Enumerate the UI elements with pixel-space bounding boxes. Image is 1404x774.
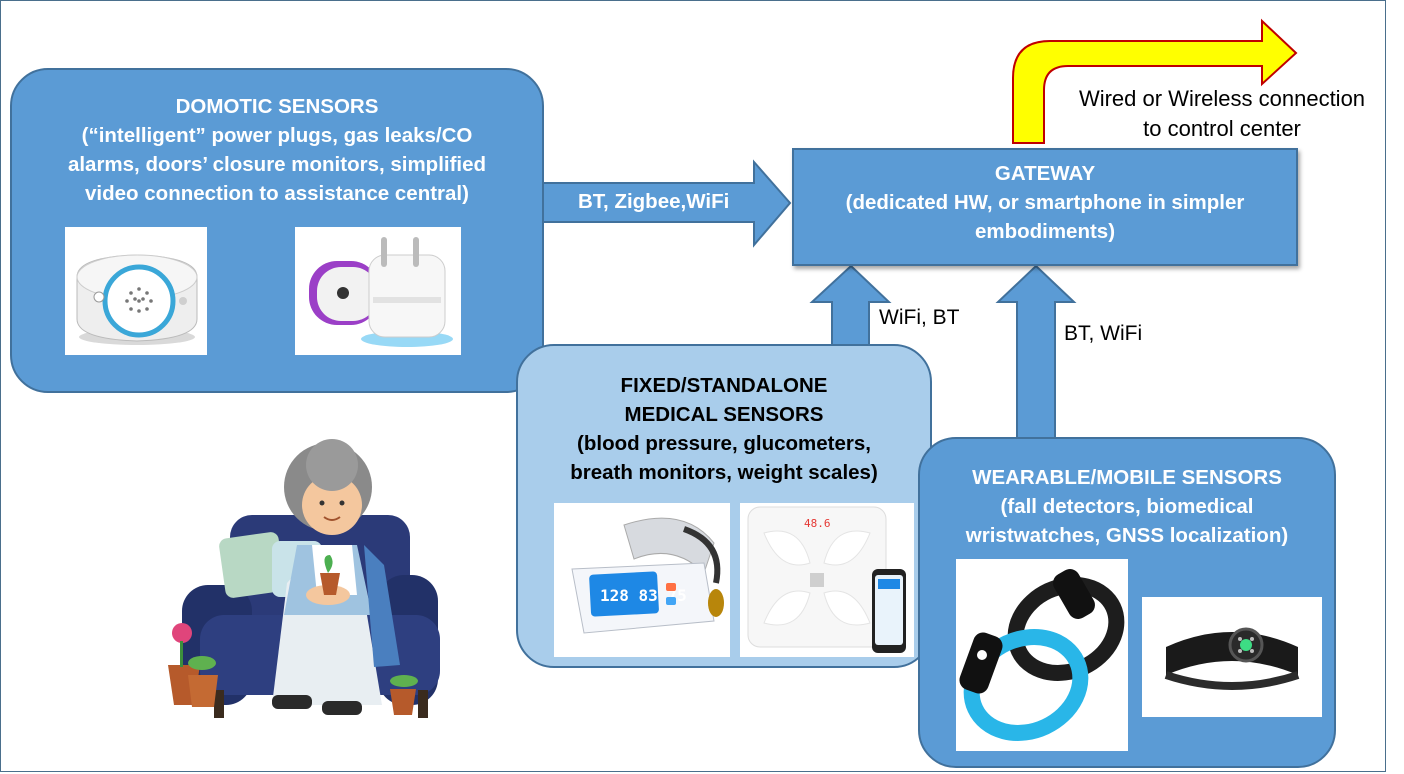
domotic-text: DOMOTIC SENSORS (“intelligent” power plu… (12, 92, 542, 208)
domotic-line1: (“intelligent” power plugs, gas leaks/CO (81, 124, 473, 147)
domotic-sensors-panel: DOMOTIC SENSORS (“intelligent” power plu… (10, 68, 544, 393)
wearable-link-label: BT, WiFi (1064, 322, 1143, 345)
gateway-box: GATEWAY (dedicated HW, or smartphone in … (792, 148, 1298, 266)
domotic-title: DOMOTIC SENSORS (175, 95, 379, 118)
gateway-title: GATEWAY (994, 162, 1096, 185)
medical-line2: breath monitors, weight scales) (570, 461, 878, 484)
domotic-line3: video connection to assistance central) (85, 182, 469, 205)
control-center-arrow (1012, 18, 1298, 144)
bp-display-readout: 128 83 75 (600, 586, 687, 605)
gateway-text: GATEWAY (dedicated HW, or smartphone in … (794, 159, 1296, 246)
scale-display-readout: 48.6 (804, 517, 831, 530)
wearable-title: WEARABLE/MOBILE SENSORS (972, 466, 1282, 489)
blood-pressure-monitor-image: 128 83 75 (554, 503, 730, 657)
medical-title1: FIXED/STANDALONE (620, 374, 828, 397)
chest-strap-sensor-image (1142, 597, 1322, 717)
medical-line1: (blood pressure, glucometers, (577, 432, 871, 455)
domotic-to-gateway-arrow (539, 159, 792, 248)
smart-plug-image (295, 227, 461, 355)
medical-title2: MEDICAL SENSORS (624, 403, 824, 426)
gateway-line1: (dedicated HW, or smartphone in simpler (845, 191, 1245, 214)
wearable-text: WEARABLE/MOBILE SENSORS (fall detectors,… (920, 463, 1334, 550)
medical-text: FIXED/STANDALONE MEDICAL SENSORS (blood … (518, 371, 930, 487)
weight-scale-image: 48.6 (740, 503, 914, 657)
elderly-woman-illustration (122, 405, 508, 767)
gateway-line2: embodiments) (974, 220, 1116, 243)
control-center-line1: Wired or Wireless connection (1078, 86, 1366, 111)
fitness-bands-image (956, 559, 1128, 751)
wearable-line1: (fall detectors, biomedical (1000, 495, 1254, 518)
medical-to-gateway-arrow (809, 264, 892, 347)
wearable-to-gateway-arrow (995, 264, 1077, 441)
control-center-line2: to control center (1143, 116, 1301, 141)
medical-link-label: WiFi, BT (879, 306, 960, 329)
medical-sensors-panel: FIXED/STANDALONE MEDICAL SENSORS (blood … (516, 344, 932, 668)
smoke-detector-image (65, 227, 207, 355)
wearable-sensors-panel: WEARABLE/MOBILE SENSORS (fall detectors,… (918, 437, 1336, 768)
wearable-line2: wristwatches, GNSS localization) (965, 524, 1289, 547)
control-center-label: Wired or Wireless connection to control … (1064, 84, 1380, 144)
domotic-line2: alarms, doors’ closure monitors, simplif… (67, 153, 487, 176)
domotic-link-label: BT, Zigbee,WiFi (578, 190, 730, 213)
